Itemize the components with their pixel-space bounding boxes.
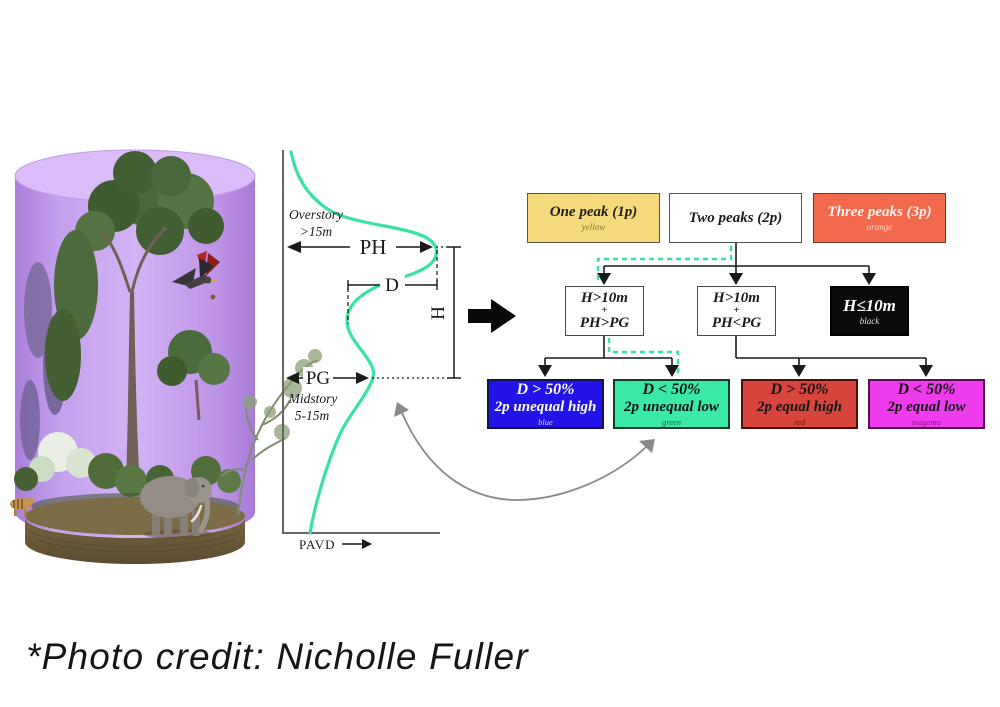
flowchart-box-ph-gt-pg: H>10m + PH>PG bbox=[565, 286, 644, 336]
flowchart-box-one-peak: One peak (1p) yellow bbox=[527, 193, 660, 243]
pg-label: PG bbox=[306, 368, 331, 389]
box-sublabel: red bbox=[793, 416, 805, 427]
box-line: H>10m bbox=[581, 290, 628, 307]
overstory-threshold: >15m bbox=[300, 224, 333, 239]
ph-measure: PH bbox=[287, 235, 447, 284]
tiger bbox=[10, 497, 34, 516]
box-label: One peak (1p) bbox=[549, 203, 638, 220]
flowchart-box-2p-equal-low: D < 50% 2p equal low magenta bbox=[868, 379, 985, 429]
box-line: D > 50% bbox=[770, 381, 829, 399]
box-sublabel: black bbox=[859, 315, 880, 326]
box-line: D < 50% bbox=[897, 381, 956, 399]
box-line: 2p equal high bbox=[756, 398, 843, 415]
flowchart-arrowheads bbox=[538, 273, 933, 377]
box-line: 2p equal low bbox=[887, 398, 966, 415]
bird bbox=[172, 251, 220, 300]
flow-arrow-icon bbox=[468, 299, 516, 333]
flowchart-box-three-peaks: Three peaks (3p) orange bbox=[813, 193, 946, 243]
flowchart-box-2p-unequal-low: D < 50% 2p unequal low green bbox=[613, 379, 730, 429]
h-bracket: H bbox=[428, 246, 461, 379]
box-line: PH>PG bbox=[579, 314, 630, 331]
flowchart-connectors bbox=[544, 243, 927, 366]
box-sublabel: blue bbox=[538, 416, 553, 427]
box-sublabel: yellow bbox=[581, 221, 606, 232]
box-line: 2p unequal high bbox=[494, 398, 597, 415]
pg-measure: PG bbox=[286, 367, 447, 389]
box-label: Two peaks (2p) bbox=[688, 209, 783, 226]
dashed-highlight-path bbox=[596, 246, 733, 374]
flowchart-box-h-le-10m: H≤10m black bbox=[830, 286, 909, 336]
box-line: H>10m bbox=[713, 290, 760, 307]
h-label: H bbox=[428, 306, 449, 320]
elephant bbox=[140, 476, 212, 539]
box-plus: + bbox=[601, 305, 608, 317]
box-plus: + bbox=[733, 305, 740, 317]
pavd-profile-plot: PH D PG bbox=[282, 150, 461, 552]
d-measure: D bbox=[347, 274, 438, 324]
box-line: D > 50% bbox=[516, 381, 575, 399]
forest-cylinder-illustration bbox=[10, 149, 322, 564]
box-line: 2p unequal low bbox=[623, 398, 720, 415]
feedback-curved-arrow-icon bbox=[394, 402, 655, 501]
midstory-range: 5-15m bbox=[295, 408, 330, 423]
tree-trunk bbox=[98, 225, 168, 487]
box-sublabel: magenta bbox=[911, 416, 942, 427]
midstory-label: Midstory bbox=[288, 391, 338, 406]
box-sublabel: green bbox=[661, 416, 682, 427]
d-label: D bbox=[385, 275, 399, 296]
photo-credit-text: *Photo credit: Nicholle Fuller bbox=[26, 636, 529, 677]
flowchart-box-2p-equal-high: D > 50% 2p equal high red bbox=[741, 379, 858, 429]
box-line: H≤10m bbox=[843, 295, 896, 315]
box-line: PH<PG bbox=[711, 314, 762, 331]
x-axis-label-group: PAVD bbox=[299, 537, 372, 552]
pavd-label: PAVD bbox=[299, 537, 336, 552]
flowchart-box-two-peaks: Two peaks (2p) bbox=[669, 193, 802, 243]
flowchart-box-ph-lt-pg: H>10m + PH<PG bbox=[697, 286, 776, 336]
box-label: Three peaks (3p) bbox=[827, 203, 932, 220]
overstory-label: Overstory bbox=[289, 207, 343, 222]
flowchart-box-2p-unequal-high: D > 50% 2p unequal high blue bbox=[487, 379, 604, 429]
tree-canopy bbox=[45, 151, 224, 401]
box-sublabel: orange bbox=[866, 221, 893, 232]
pavd-curve bbox=[289, 150, 438, 535]
box-line: D < 50% bbox=[642, 381, 701, 399]
ph-label: PH bbox=[360, 235, 387, 259]
